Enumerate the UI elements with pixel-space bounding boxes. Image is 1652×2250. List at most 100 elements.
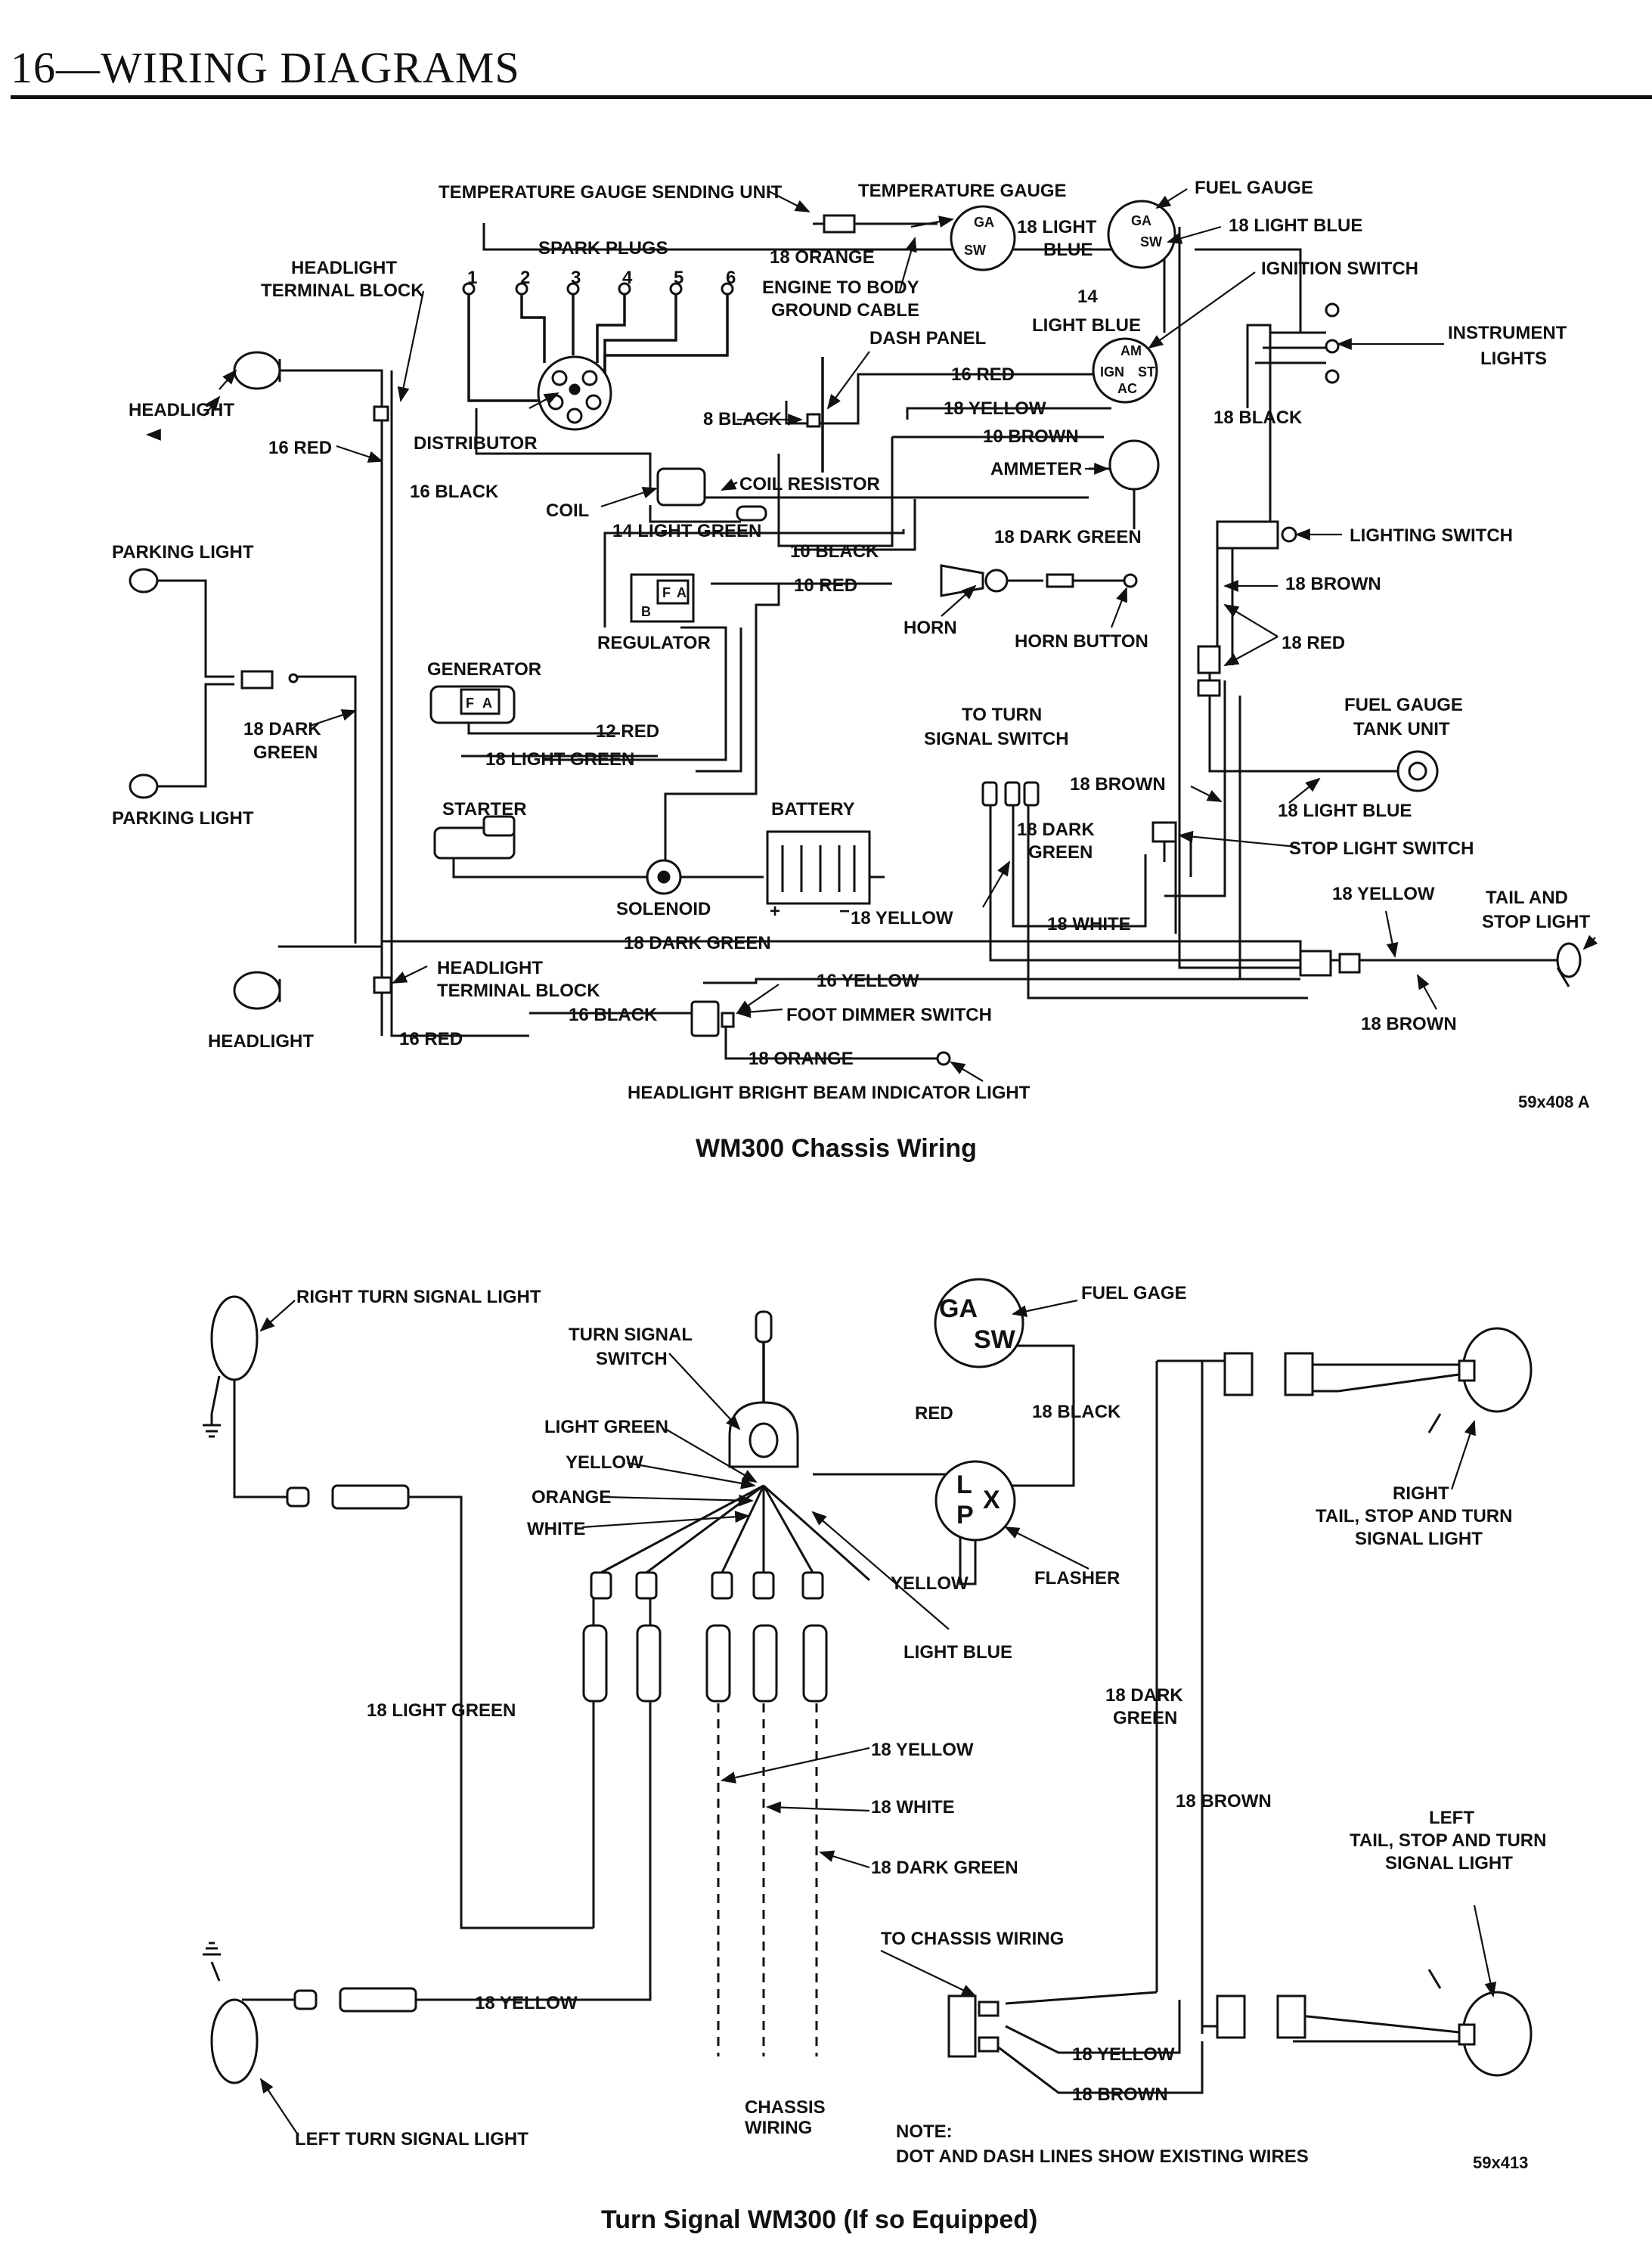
chassis-labels: TEMPERATURE GAUGE SENDING UNIT TEMPERATU… <box>112 178 1590 1163</box>
stop-light-switch-icon <box>1151 821 1177 862</box>
svg-text:F: F <box>466 696 474 711</box>
label-18-brown-a: 18 BROWN <box>1285 574 1381 594</box>
left-turn-signal-light-icon <box>203 1942 259 2084</box>
label-18-yellow-a: 18 YELLOW <box>871 1740 974 1760</box>
label-18-light-blue: 18 LIGHT BLUE <box>1229 215 1362 236</box>
label-plug-4: 4 <box>622 268 633 288</box>
temp-gauge-icon: GA SW <box>950 205 1016 271</box>
label-18-light: 18 LIGHT <box>1017 217 1097 237</box>
label-14: 14 <box>1077 287 1098 307</box>
parking-connector-icon <box>240 670 299 690</box>
header-rule <box>11 95 1652 99</box>
label-note-2: DOT AND DASH LINES SHOW EXISTING WIRES <box>896 2146 1309 2167</box>
label-18-dark-green: 18 DARK GREEN <box>871 1858 1018 1878</box>
label-horn-button: HORN BUTTON <box>1015 631 1148 652</box>
label-headlight-terminal-block-top-2: TERMINAL BLOCK <box>261 280 424 301</box>
label-18-brown-b: 18 BROWN <box>1070 774 1166 795</box>
label-18-yellow-b: 18 YELLOW <box>475 1993 578 2013</box>
label-headlight-terminal-block-bot-1: HEADLIGHT <box>437 958 543 978</box>
label-engine-ground-1: ENGINE TO BODY <box>762 277 919 298</box>
svg-text:GA: GA <box>1131 213 1151 228</box>
label-light-blue: LIGHT BLUE <box>1032 315 1141 336</box>
label-stop-light-switch: STOP LIGHT SWITCH <box>1289 838 1474 859</box>
label-battery: BATTERY <box>771 799 855 820</box>
label-18-orange-b: 18 ORANGE <box>749 1049 854 1069</box>
label-10-brown: 10 BROWN <box>983 426 1079 447</box>
left-tail-stop-turn-light-icon <box>1216 1969 1533 2077</box>
parking-light-bottom-icon <box>129 773 159 799</box>
svg-text:P: P <box>956 1501 974 1529</box>
svg-text:SW: SW <box>1140 234 1162 249</box>
label-tail-stop-2: STOP LIGHT <box>1482 912 1590 932</box>
label-flasher: FLASHER <box>1034 1568 1120 1588</box>
label-distributor: DISTRIBUTOR <box>414 433 538 454</box>
label-parking-light-bottom: PARKING LIGHT <box>112 808 254 829</box>
label-left-tail-3: SIGNAL LIGHT <box>1385 1853 1513 1873</box>
battery-icon <box>766 830 871 905</box>
label-right-turn: RIGHT TURN SIGNAL LIGHT <box>296 1287 541 1307</box>
label-plug-2: 2 <box>520 268 530 288</box>
label-18-brown-b: 18 BROWN <box>1072 2084 1168 2105</box>
diagram2-code: 59x413 <box>1473 2153 1528 2172</box>
svg-text:SW: SW <box>974 1325 1016 1354</box>
label-green: GREEN <box>1113 1708 1177 1728</box>
label-plug-3: 3 <box>571 268 581 288</box>
label-18-black-a: 18 BLACK <box>1213 408 1303 428</box>
turn-signal-pointers <box>259 1299 1497 2137</box>
turn-signal-switch-icon <box>728 1310 799 1468</box>
label-dash-panel: DASH PANEL <box>869 328 986 349</box>
label-18-dark-green-a: 18 DARK GREEN <box>994 527 1142 547</box>
label-ts-switch-1: TURN SIGNAL <box>569 1325 693 1345</box>
ammeter-icon <box>1108 439 1160 491</box>
label-light-blue: LIGHT BLUE <box>903 1642 1012 1663</box>
chassis-wiring-diagram: GA SW GA SW AM IGN ST AC <box>112 178 1598 1163</box>
svg-text:AM: AM <box>1120 343 1142 358</box>
label-lighting-switch: LIGHTING SWITCH <box>1350 525 1513 546</box>
label-note-1: NOTE: <box>896 2121 953 2142</box>
label-headlight-top: HEADLIGHT <box>129 400 234 420</box>
label-instrument-lights-1: INSTRUMENT <box>1448 323 1567 343</box>
label-yellow-b: YELLOW <box>891 1573 969 1594</box>
label-right-tail-2: TAIL, STOP AND TURN <box>1316 1506 1512 1526</box>
label-temp-sending-unit: TEMPERATURE GAUGE SENDING UNIT <box>439 182 783 203</box>
page-header-text: 16—WIRING DIAGRAMS <box>11 42 520 93</box>
label-regulator: REGULATOR <box>597 633 711 653</box>
label-18-brown-a: 18 BROWN <box>1176 1791 1272 1811</box>
turn-signal-components: GA SW L P X <box>203 1278 1533 2084</box>
label-chassis-wiring-2: WIRING <box>745 2118 812 2138</box>
label-minus: − <box>839 901 850 922</box>
label-18-yellow-a: 18 YELLOW <box>944 398 1046 419</box>
label-starter: STARTER <box>442 799 527 820</box>
switch-connectors-icon <box>582 1571 828 1703</box>
label-left-tail-2: TAIL, STOP AND TURN <box>1350 1830 1546 1851</box>
turn-signal-diagram: GA SW L P X <box>203 1278 1546 2234</box>
tail-stop-light-icon <box>1299 942 1582 987</box>
label-headlight-terminal-block-top-1: HEADLIGHT <box>291 258 397 278</box>
label-engine-ground-2: GROUND CABLE <box>771 300 919 321</box>
headlight-top-icon <box>233 351 389 422</box>
diagram1-caption: WM300 Chassis Wiring <box>696 1134 977 1163</box>
dash-panel-ground-icon <box>806 357 824 473</box>
label-bright-beam: HEADLIGHT BRIGHT BEAM INDICATOR LIGHT <box>628 1083 1031 1103</box>
chassis-components: GA SW GA SW AM IGN ST AC <box>129 200 1582 1066</box>
label-tail-stop-1: TAIL AND <box>1486 888 1568 908</box>
label-solenoid: SOLENOID <box>616 899 711 919</box>
label-red: RED <box>915 1403 953 1424</box>
label-18-yellow-c: 18 YELLOW <box>851 908 953 928</box>
right-connector-icon <box>286 1484 410 1510</box>
label-to-turn-2: SIGNAL SWITCH <box>924 729 1069 749</box>
turn-signal-labels: RIGHT TURN SIGNAL LIGHT FUEL GAGE TURN S… <box>295 1283 1546 2234</box>
label-16-yellow: 16 YELLOW <box>817 971 919 991</box>
label-10-black: 10 BLACK <box>790 541 879 562</box>
label-fuel-gauge: FUEL GAUGE <box>1195 178 1313 198</box>
solenoid-icon <box>646 859 682 895</box>
svg-text:IGN: IGN <box>1100 364 1124 380</box>
left-connector-icon <box>293 1987 417 2013</box>
coil-icon <box>656 467 767 522</box>
label-headlight-bottom: HEADLIGHT <box>208 1031 314 1052</box>
label-16-black-b: 16 BLACK <box>569 1005 658 1025</box>
label-18-light-blue-b: 18 LIGHT BLUE <box>1278 801 1412 821</box>
label-spark-plugs: SPARK PLUGS <box>538 238 668 259</box>
lighting-switch-icon <box>1216 520 1297 550</box>
